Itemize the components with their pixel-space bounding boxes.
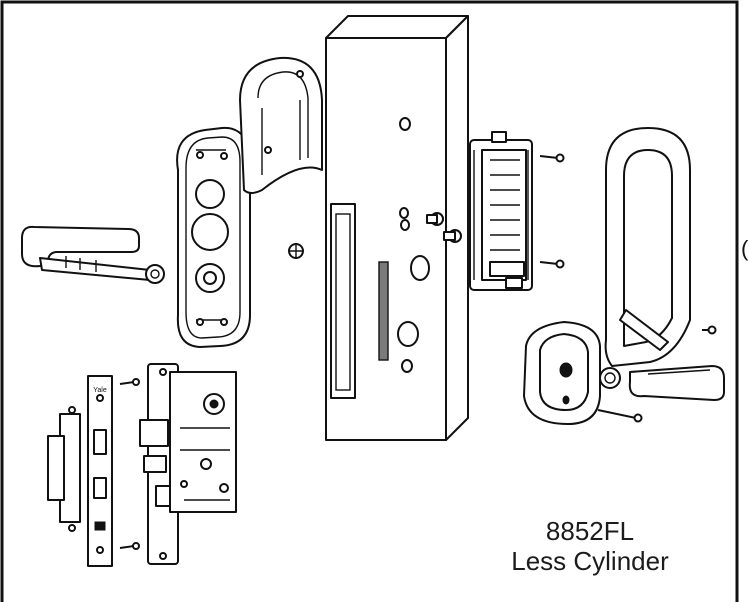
- inside-escutcheon: [176, 126, 251, 348]
- keypad-screws: [539, 153, 717, 335]
- outside-escutcheon: [604, 127, 691, 367]
- keypad-module: [469, 131, 533, 291]
- outside-lever: [599, 365, 725, 401]
- mortise-faceplate: [87, 375, 113, 567]
- inside-cover: [239, 56, 323, 194]
- inside-lever: [21, 225, 165, 284]
- faceplate-brand-text: Yale: [93, 387, 107, 394]
- model-subtitle: Less Cylinder: [511, 546, 669, 576]
- long-screw: [597, 409, 643, 423]
- mortise-screws: [119, 378, 140, 550]
- reader-housing: [523, 321, 601, 425]
- spindle-clip: [288, 243, 304, 259]
- diagram-caption: 8852FL Less Cylinder: [455, 516, 725, 576]
- model-number: 8852FL: [545, 516, 635, 546]
- mortise-lock-body: [139, 363, 237, 565]
- strike-plate: [47, 406, 81, 532]
- door-panel: [325, 15, 469, 441]
- edge-glyph: (: [741, 236, 749, 261]
- through-bolts: [426, 212, 462, 243]
